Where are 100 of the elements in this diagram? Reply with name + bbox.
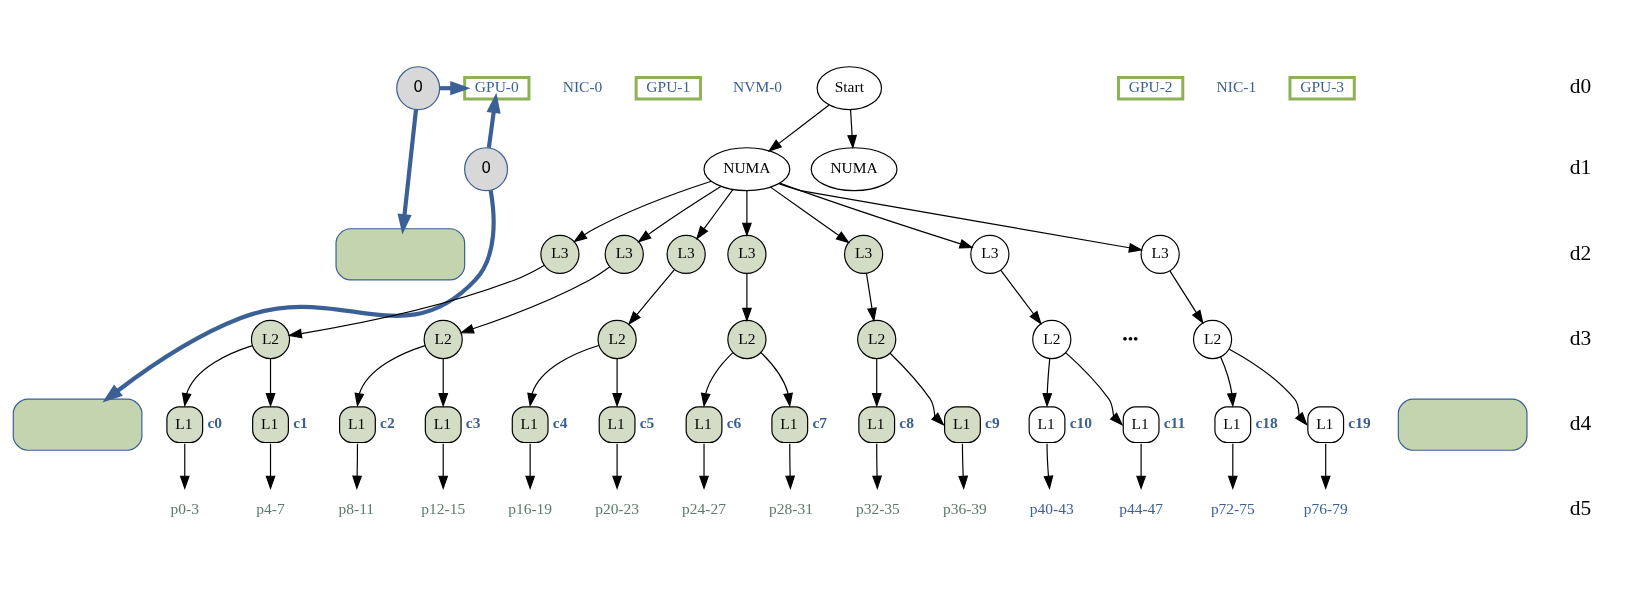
arrow xyxy=(287,264,545,339)
arrow xyxy=(486,92,501,148)
node-text: p4-7 xyxy=(256,499,285,517)
arrow xyxy=(958,443,969,490)
label: d4 xyxy=(1569,410,1592,435)
node-box xyxy=(335,228,466,281)
node-label: c5 xyxy=(639,413,655,431)
label: d2 xyxy=(1569,240,1592,265)
node-box: GPU-1 xyxy=(634,76,702,101)
arrow xyxy=(612,358,623,408)
arrow xyxy=(1136,443,1147,490)
node-label: c4 xyxy=(552,413,568,431)
arrow xyxy=(767,104,830,152)
node-text: p32-35 xyxy=(855,499,900,517)
arrow xyxy=(1000,269,1042,326)
arrow xyxy=(459,266,611,334)
arrow xyxy=(352,443,363,490)
arrow xyxy=(847,109,858,150)
node-circle: L2 xyxy=(727,319,767,360)
arrow xyxy=(573,180,712,243)
node-text: p0-3 xyxy=(170,499,199,517)
node-text: p20-23 xyxy=(595,499,639,517)
node-box xyxy=(1397,398,1528,451)
node-label: c9 xyxy=(985,413,1000,431)
arrow xyxy=(527,344,600,408)
label: NIC-0 xyxy=(562,78,603,96)
node-text: p24-27 xyxy=(682,499,726,517)
node-label: c19 xyxy=(1348,413,1371,431)
node-text: p36-39 xyxy=(942,499,987,517)
arrow xyxy=(1227,443,1238,490)
arrow xyxy=(699,443,710,490)
arrow xyxy=(1169,270,1204,325)
node-label: c1 xyxy=(293,413,308,431)
arrow xyxy=(181,344,253,408)
node-circle: L2 xyxy=(597,319,637,360)
arrow xyxy=(438,358,449,408)
arrow xyxy=(695,189,734,240)
arrow xyxy=(872,443,883,490)
arrow xyxy=(1065,352,1124,426)
arrow xyxy=(397,109,419,235)
node-label: c6 xyxy=(726,413,742,431)
node-box: GPU-0 xyxy=(463,76,531,101)
arrow xyxy=(778,183,1144,253)
label: ••• xyxy=(1122,329,1139,347)
node-ellipse: NUMA xyxy=(703,147,791,192)
node-label: c0 xyxy=(207,413,223,431)
arrow xyxy=(265,443,276,490)
arrow xyxy=(612,443,623,490)
arrow xyxy=(1042,358,1053,408)
arrow xyxy=(785,443,796,490)
label: NVM-0 xyxy=(733,78,783,96)
node-circle: L3 xyxy=(666,234,706,274)
node-text: p76-79 xyxy=(1303,499,1348,517)
node-circle: L3 xyxy=(540,234,580,274)
node-text: p12-15 xyxy=(421,499,466,517)
node-circle: L3 xyxy=(843,234,884,274)
arrow xyxy=(871,358,882,408)
node-circle: L2 xyxy=(423,319,463,360)
node-ellipse: Start xyxy=(816,66,883,111)
node-circle: L3 xyxy=(727,234,767,274)
arrow xyxy=(1228,348,1308,427)
arrow xyxy=(889,352,945,426)
label: d0 xyxy=(1569,74,1592,99)
arrow xyxy=(1320,443,1331,490)
arrow xyxy=(760,351,793,408)
node-label: c7 xyxy=(812,413,828,431)
node-text: p16-19 xyxy=(508,499,553,517)
node-circle: L2 xyxy=(250,319,291,360)
node-text: p28-31 xyxy=(769,499,813,517)
node-circle: 0 xyxy=(464,147,509,192)
arrow xyxy=(741,190,752,237)
arrow xyxy=(354,344,426,408)
node-label: c2 xyxy=(380,413,395,431)
node-label: c11 xyxy=(1163,413,1186,431)
node-circle: L3 xyxy=(604,234,644,274)
arrow xyxy=(741,272,752,323)
node-circle: L2 xyxy=(1192,319,1233,360)
node-label: c10 xyxy=(1069,413,1092,431)
node-circle: L2 xyxy=(857,319,897,360)
arrow xyxy=(1043,443,1054,490)
node-label: c18 xyxy=(1255,413,1278,431)
node-box: GPU-3 xyxy=(1288,76,1356,101)
label: NIC-1 xyxy=(1216,78,1257,96)
node-circle: 0 xyxy=(396,66,441,111)
arrow xyxy=(700,351,734,408)
arrow xyxy=(637,185,722,243)
node-circle: L2 xyxy=(1032,319,1072,360)
arrow xyxy=(769,186,850,244)
node-circle: L3 xyxy=(1140,234,1180,274)
label: d1 xyxy=(1569,155,1592,180)
node-text: p72-75 xyxy=(1210,499,1255,517)
arrow xyxy=(779,182,974,249)
arrow xyxy=(179,443,190,490)
arrow xyxy=(865,272,877,323)
node-box xyxy=(12,398,143,451)
arrow xyxy=(1219,356,1237,408)
node-text: p44-47 xyxy=(1119,499,1164,517)
arrow xyxy=(525,443,536,490)
label: d3 xyxy=(1569,325,1592,350)
node-text: p40-43 xyxy=(1029,499,1074,517)
